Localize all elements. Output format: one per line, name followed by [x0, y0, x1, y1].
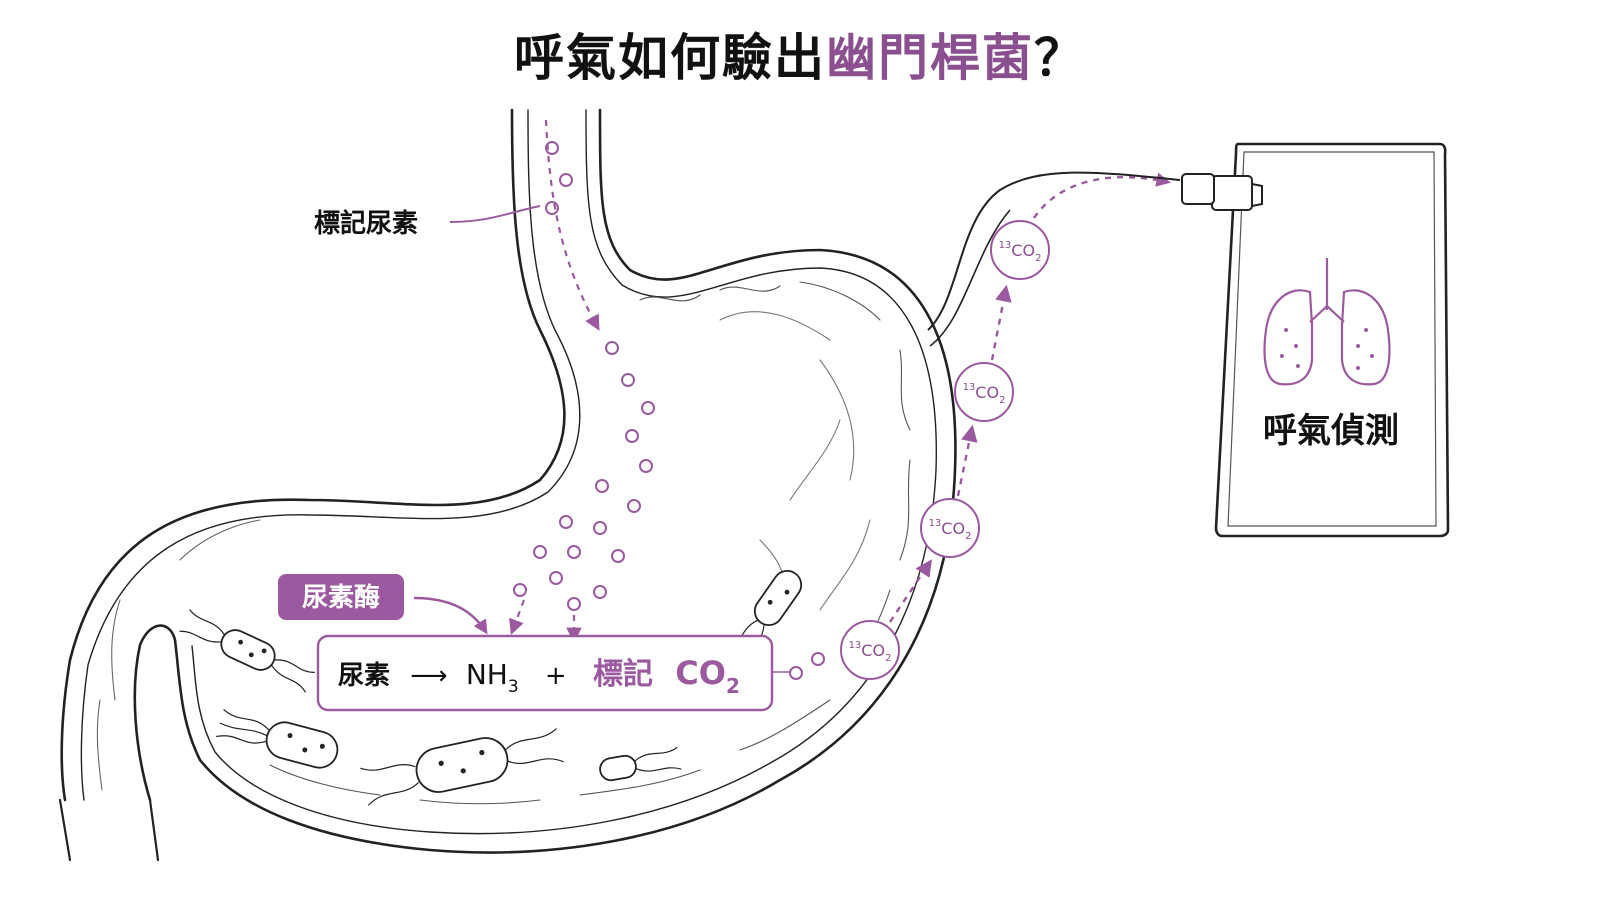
stomach-outer-greater: [133, 108, 957, 854]
stomach-outer-lesser: [60, 108, 566, 802]
svg-text:13CO2: 13CO2: [929, 518, 972, 542]
page-title: 呼氣如何驗出幽門桿菌？: [0, 18, 1600, 90]
reaction-box: 尿素 ⟶ NH3 + 標記 CO2: [316, 634, 774, 712]
product-labeled: 標記: [593, 657, 653, 692]
reaction-arrow: ⟶: [410, 661, 447, 691]
title-prefix: 呼氣如何驗出: [514, 29, 826, 87]
product-nh-sub: 3: [508, 677, 519, 697]
co2-trail: [789, 652, 825, 680]
svg-text:13CO2: 13CO2: [849, 640, 892, 664]
reaction-plus: +: [545, 661, 567, 691]
svg-text:13CO2: 13CO2: [999, 240, 1042, 264]
co2-arrows: [889, 172, 1171, 623]
stomach-inner-greater: [191, 109, 938, 835]
lungs-icon: [1263, 258, 1391, 386]
bag-nozzle: [1181, 173, 1263, 211]
bacterium-2: [216, 709, 339, 769]
bacterium-4: [599, 746, 682, 782]
stomach-inner-lesser: [80, 109, 581, 801]
co2-bubble-4: 13CO2: [990, 220, 1050, 280]
breath-test-label: 呼氣偵測: [1263, 411, 1399, 451]
bacteria-group: [179, 569, 803, 806]
product-co: CO: [675, 654, 726, 692]
labeled-urea-label: 標記尿素: [314, 208, 418, 239]
breath-bag: 呼氣偵測: [1181, 142, 1450, 538]
svg-text:13CO2: 13CO2: [963, 382, 1006, 406]
reactant-urea: 尿素: [338, 661, 390, 691]
product-nh: NH: [466, 658, 508, 691]
co2-bubble-1: 13CO2: [840, 620, 900, 680]
co2-bubble-2: 13CO2: [920, 498, 980, 558]
bacterium-3: [360, 728, 564, 806]
urea-arrows: [509, 119, 600, 644]
title-suffix: ？: [1034, 29, 1086, 87]
labeled-urea-pointer: [449, 205, 541, 223]
urease-tag: 尿素酶: [278, 574, 488, 635]
stomach: [58, 108, 957, 862]
title-highlight: 幽門桿菌: [826, 29, 1034, 87]
bacterium-1: [179, 609, 315, 693]
urea-bubbles: [513, 141, 655, 611]
svg-text:尿素 ⟶ NH3 +: 尿素 ⟶ NH3 + 標記 CO2: [338, 654, 740, 699]
co2-bubble-3: 13CO2: [954, 362, 1014, 422]
product-co-sub: 2: [726, 674, 740, 698]
urease-label: 尿素酶: [302, 583, 380, 613]
breath-tube: [927, 171, 1181, 331]
co2-bubbles: 13CO2 13CO2 13CO2 13CO2: [840, 220, 1050, 680]
